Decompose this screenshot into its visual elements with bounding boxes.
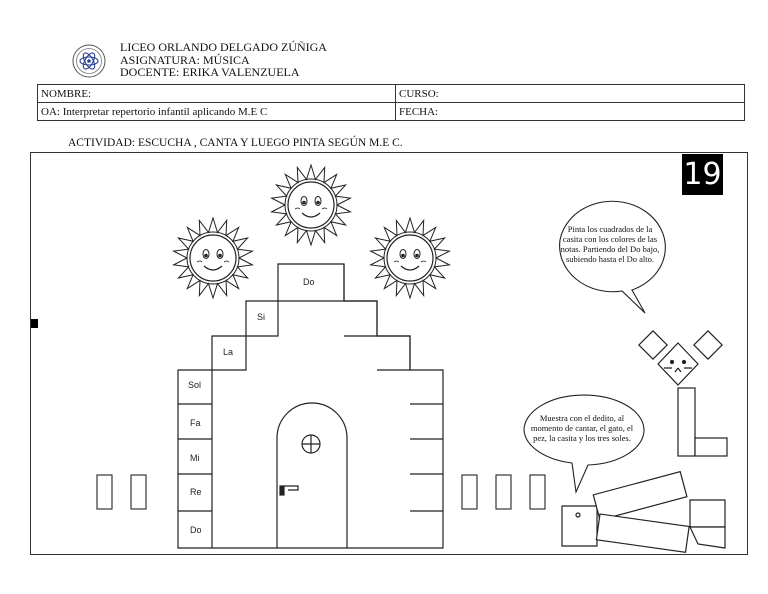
note-label-8: Do (303, 277, 315, 287)
sun-right (370, 217, 450, 299)
note-label-1: Do (190, 525, 202, 535)
objective-cell: OA: Interpretar repertorio infantil apli… (37, 102, 396, 121)
note-label-5: Sol (188, 380, 201, 390)
note-label-4: Fa (190, 418, 201, 428)
date-field[interactable]: FECHA: (395, 102, 745, 121)
instruction-point: Muestra con el dedito, al momento de can… (530, 413, 634, 443)
note-label-7: Si (257, 312, 265, 322)
note-label-2: Re (190, 487, 202, 497)
school-header: LICEO ORLANDO DELGADO ZÚÑIGA ASIGNATURA:… (120, 41, 327, 79)
page-number: 19 (682, 154, 723, 195)
margin-mark (31, 319, 38, 328)
house (177, 263, 444, 549)
activity-instruction: ACTIVIDAD: ESCUCHA , CANTA Y LUEGO PINTA… (68, 137, 403, 149)
note-label-3: Mi (190, 453, 200, 463)
worksheet-frame (30, 152, 748, 555)
sun-left (173, 217, 253, 299)
note-label-6: La (223, 347, 233, 357)
instruction-colors: Pinta los cuadrados de la casita con los… (560, 224, 660, 264)
school-seal-icon (72, 44, 106, 78)
fence (96, 474, 546, 510)
fish-icon (561, 470, 726, 553)
cat-icon (638, 330, 728, 457)
subject-line: ASIGNATURA: MÚSICA (120, 52, 250, 67)
teacher-line: DOCENTE: ERIKA VALENZUELA (120, 65, 300, 79)
student-info-table: NOMBRE: CURSO: OA: Interpretar repertori… (37, 84, 745, 121)
speech-bubble-point (523, 394, 645, 494)
school-logo (72, 44, 106, 78)
school-name: LICEO ORLANDO DELGADO ZÚÑIGA (120, 40, 327, 54)
sun-center (271, 164, 351, 246)
speech-bubble-colors (559, 200, 666, 314)
